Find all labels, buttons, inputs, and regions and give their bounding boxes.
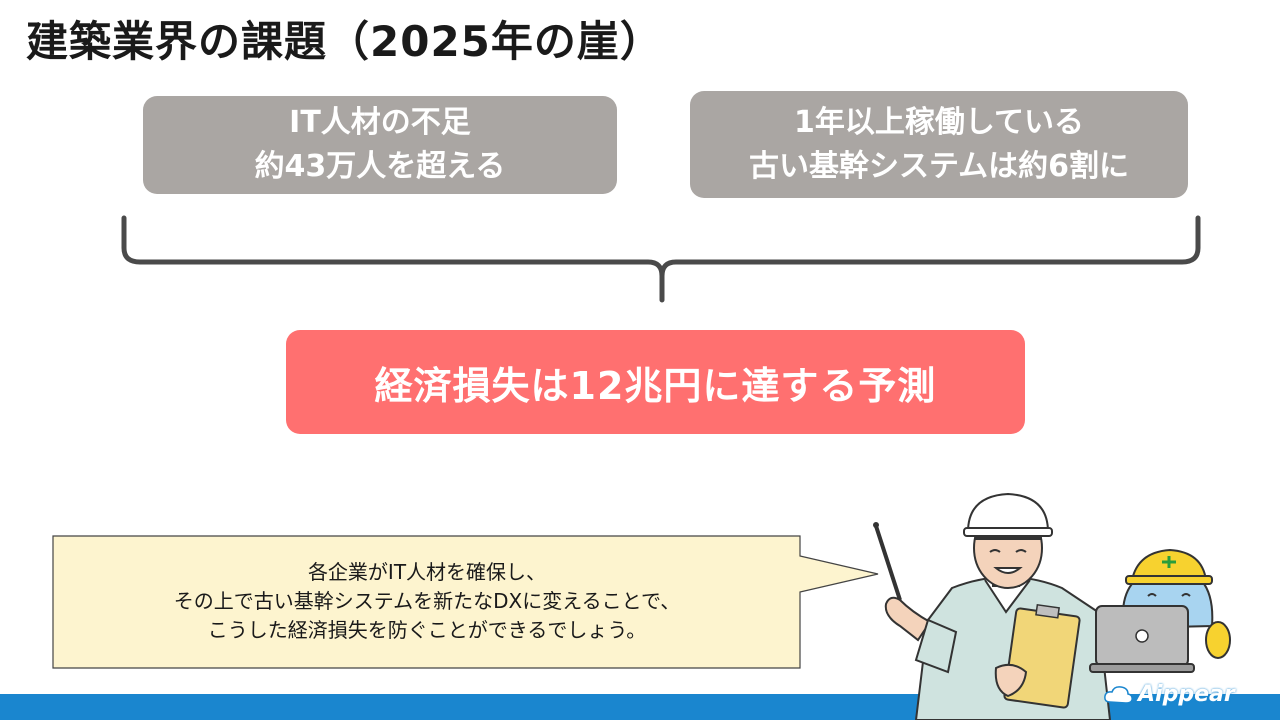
bubble-line1: 各企業がIT人材を確保し、 [307, 560, 547, 584]
legacy-system-line2: 古い基幹システムは約6割に [749, 148, 1129, 184]
it-shortage-line2: 約43万人を超える [254, 149, 506, 184]
it-shortage-line1: IT人材の不足 [289, 105, 471, 140]
speech-bubble-text: 各企業がIT人材を確保し、 その上で古い基幹システムを新たなDXに変えることで、… [54, 558, 800, 645]
logo-cloud-icon [1104, 685, 1133, 704]
logo-text: Aippear [1138, 682, 1235, 707]
legacy-system-box: 1年以上稼働している 古い基幹システムは約6割に [690, 91, 1188, 198]
curly-brace-connector [121, 215, 1201, 303]
legacy-system-line1: 1年以上稼働している [794, 104, 1084, 140]
aippear-logo: Aippear [1104, 682, 1235, 707]
speech-bubble [52, 535, 879, 669]
page-title: 建築業界の課題（2025年の崖） [26, 17, 663, 66]
it-shortage-box: IT人材の不足 約43万人を超える [143, 96, 617, 194]
bubble-line2: その上で古い基幹システムを新たなDXに変えることで、 [173, 589, 681, 613]
bubble-line3: こうした経済損失を防ぐことができるでしょう。 [207, 618, 647, 642]
economic-loss-box: 経済損失は12兆円に達する予測 [286, 330, 1025, 434]
